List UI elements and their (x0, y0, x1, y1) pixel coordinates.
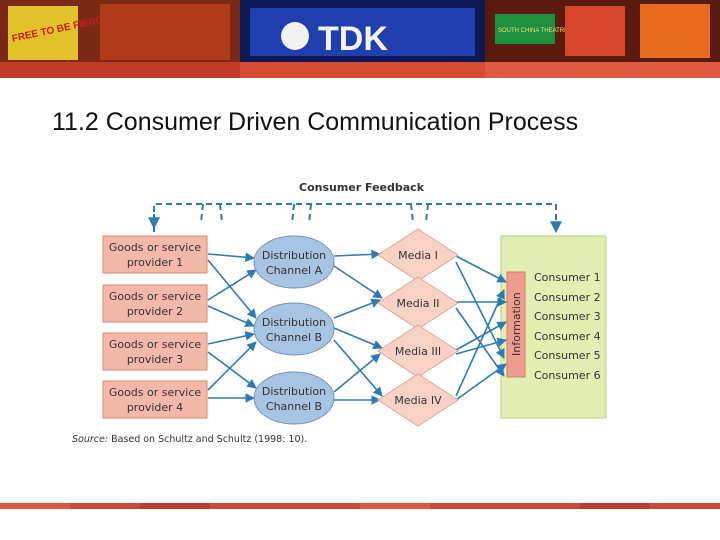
source-note: Source: Based on Schultz and Schultz (19… (72, 434, 307, 445)
channel-line2: Channel B (266, 400, 322, 413)
provider-box: Goods or service provider 3 (102, 332, 208, 371)
distribution-channel: Distribution Channel A (253, 235, 335, 289)
provider-box: Goods or service provider 1 (102, 235, 208, 274)
provider-box: Goods or service provider 2 (102, 284, 208, 323)
provider-line1: Goods or service (109, 241, 202, 254)
footer-accent-bar (0, 503, 720, 509)
distribution-channel: Distribution Channel B (253, 302, 335, 356)
consumer-list: Consumer 1 Consumer 2 Consumer 3 Consume… (534, 271, 601, 382)
consumer-item: Consumer 5 (534, 349, 601, 362)
channel-line2: Channel A (266, 264, 323, 277)
consumer-item: Consumer 3 (534, 310, 601, 323)
channel-line2: Channel B (266, 331, 322, 344)
source-prefix: Source: (72, 434, 108, 445)
media-label: Media III (395, 345, 441, 358)
media-diamond: Media II (377, 276, 459, 330)
consumer-item: Consumer 4 (534, 330, 601, 343)
header-banner-image: FREE TO BE FIERCE TDK SOUTH CHINA THEATR… (0, 0, 720, 78)
distribution-channel: Distribution Channel B (253, 371, 335, 425)
slide-title: 11.2 Consumer Driven Communication Proce… (52, 108, 579, 136)
provider-line2: provider 1 (127, 256, 183, 269)
media-diamond: Media III (377, 324, 459, 378)
media-diamond: Media I (377, 228, 459, 282)
banner-right-sign: SOUTH CHINA THEATRE (498, 28, 568, 34)
media-label: Media II (396, 297, 439, 310)
consumer-item: Consumer 6 (534, 369, 601, 382)
feedback-loop (153, 203, 562, 234)
provider-box: Goods or service provider 4 (102, 380, 208, 419)
media-diamond: Media IV (377, 373, 459, 427)
provider-line2: provider 2 (127, 305, 183, 318)
channel-line1: Distribution (262, 249, 326, 262)
consumer-feedback-label: Consumer Feedback (299, 181, 425, 194)
media-label: Media I (398, 249, 438, 262)
banner-brand-logo: TDK (318, 20, 388, 58)
provider-line1: Goods or service (109, 386, 202, 399)
provider-line2: provider 4 (127, 401, 183, 414)
channel-line1: Distribution (262, 385, 326, 398)
provider-line2: provider 3 (127, 353, 183, 366)
consumer-item: Consumer 2 (534, 291, 601, 304)
provider-line1: Goods or service (109, 338, 202, 351)
consumer-item: Consumer 1 (534, 271, 601, 284)
provider-line1: Goods or service (109, 290, 202, 303)
connector-arrows (207, 249, 507, 405)
information-label: Information (510, 292, 523, 356)
source-text: Based on Schultz and Schultz (1998: 10). (108, 434, 307, 445)
information-bar (506, 271, 526, 378)
media-label: Media IV (394, 394, 442, 407)
channel-line1: Distribution (262, 316, 326, 329)
